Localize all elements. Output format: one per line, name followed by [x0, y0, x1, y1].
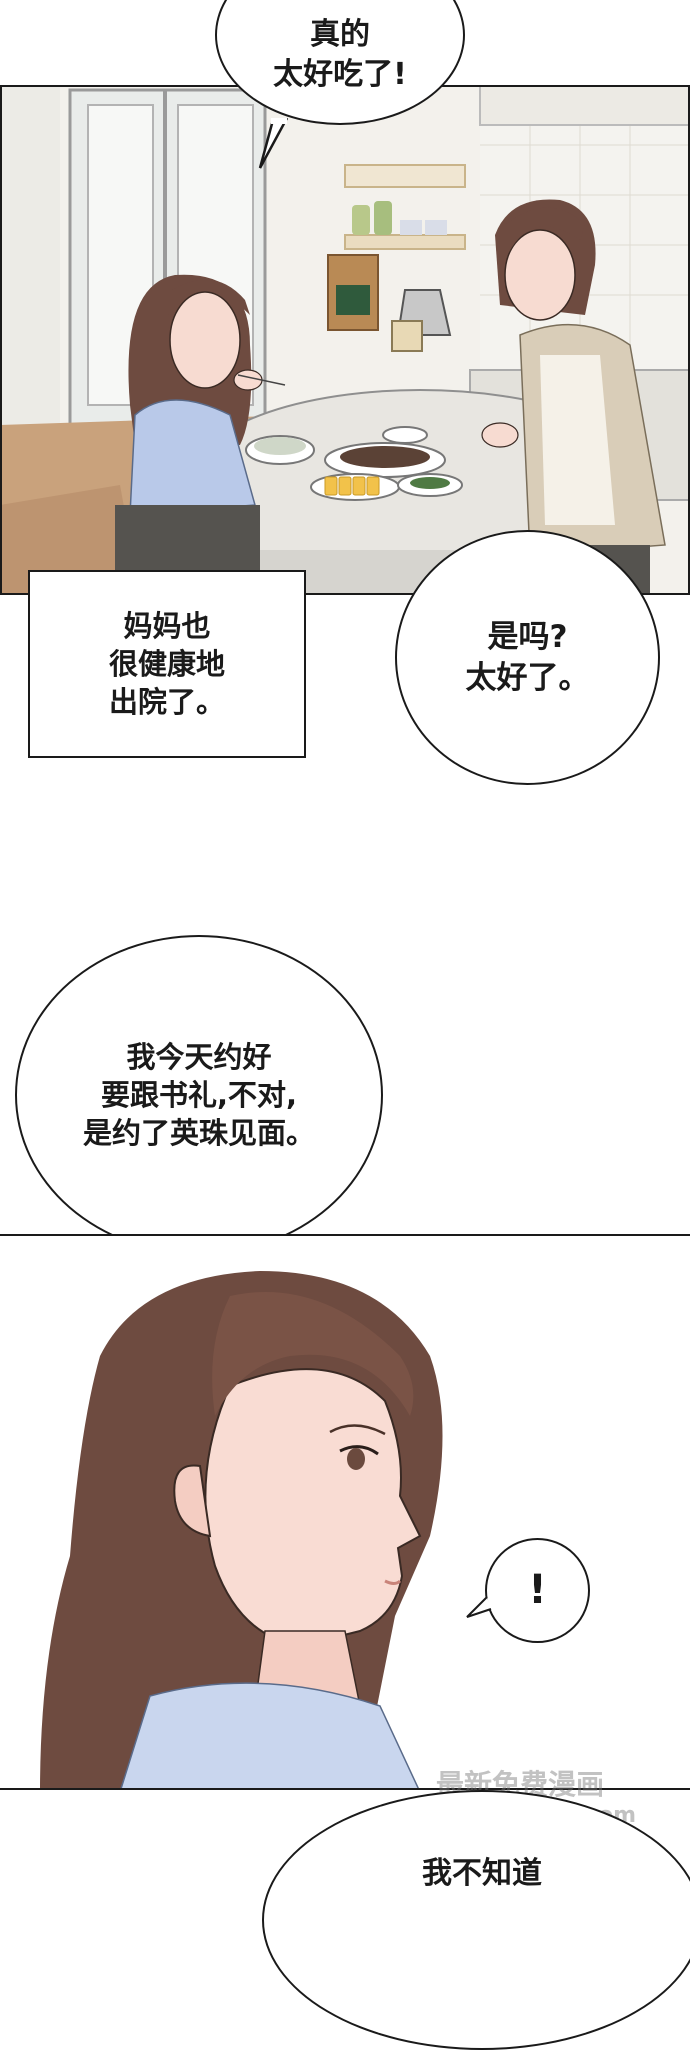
- dinner-scene-art: [0, 85, 690, 595]
- narration-box-text: 妈妈也 很健康地 出院了。: [108, 608, 225, 720]
- speech-bubble-mom-reply: 是吗? 太好了。: [395, 530, 660, 785]
- speech-bubble-exclaim: !: [485, 1538, 590, 1643]
- speech-bubble-top-text: 真的 太好吃了!: [273, 17, 407, 92]
- profile-closeup-art: [0, 1236, 690, 1790]
- speech-bubble-mom-reply-text: 是吗? 太好了。: [465, 618, 590, 696]
- speech-bubble-exclaim-text: !: [528, 1567, 547, 1614]
- panel-divider-bottom: [0, 1788, 690, 1790]
- speech-bubble-appointment-text: 我今天约好 要跟书礼,不对, 是约了英珠见面。: [82, 1039, 315, 1151]
- panel-profile-closeup: [0, 1234, 690, 1790]
- speech-bubble-appointment: 我今天约好 要跟书礼,不对, 是约了英珠见面。: [15, 935, 383, 1255]
- speech-bubble-top-tail: [258, 118, 289, 169]
- panel-dinner-scene: [0, 85, 690, 595]
- speech-bubble-bottom-partial-text: 我不知道: [422, 1856, 542, 1891]
- speech-bubble-bottom-partial: 我不知道: [262, 1790, 690, 2050]
- speech-bubble-exclaim-tail: [466, 1596, 492, 1618]
- narration-box: 妈妈也 很健康地 出院了。: [28, 570, 306, 758]
